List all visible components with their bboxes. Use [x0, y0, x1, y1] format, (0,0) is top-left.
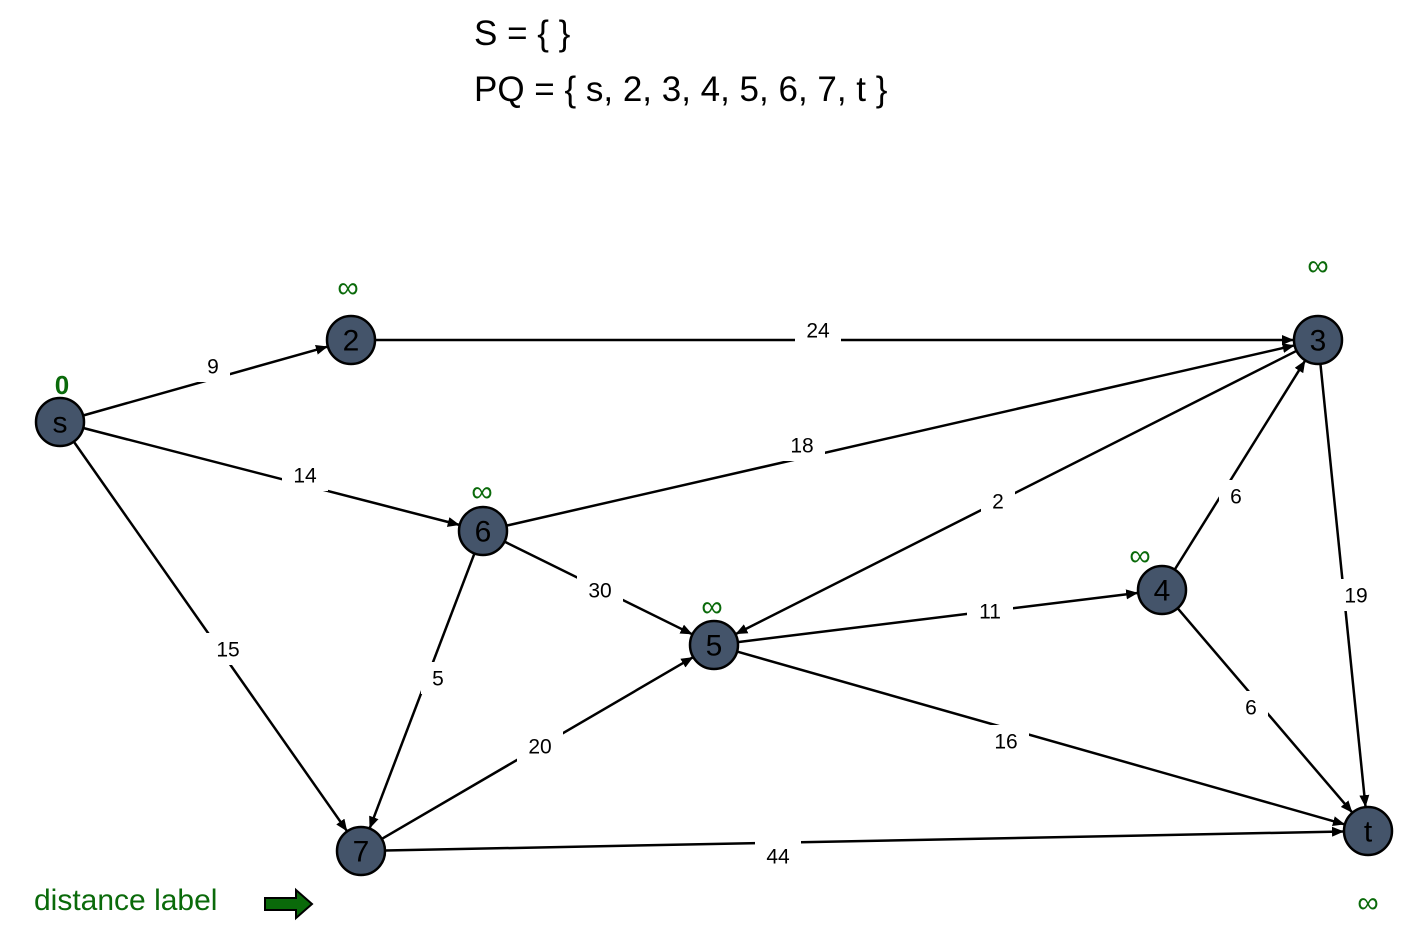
node-2	[325, 314, 377, 366]
edge-weight-7-5: 20	[528, 736, 551, 759]
edge-label-bg	[755, 840, 801, 872]
edge-weight-6-3: 18	[790, 435, 813, 458]
node-label-6: 6	[475, 516, 492, 549]
edge-4-3	[1173, 360, 1306, 571]
edge-label-bg	[795, 314, 841, 346]
edge-weight-3-5: 2	[992, 491, 1004, 514]
edge-weight-s-2: 9	[207, 356, 219, 379]
edge-weight-4-t: 6	[1245, 697, 1257, 720]
edge-weight-s-6: 14	[293, 465, 317, 488]
distance-label-t: ∞	[1357, 887, 1378, 920]
node-3	[1292, 314, 1344, 366]
edge-weight-6-5: 30	[588, 580, 611, 603]
edge-3-5	[735, 349, 1298, 635]
distance-label-2: ∞	[337, 272, 358, 305]
edge-weight-4-3: 6	[1230, 486, 1242, 509]
edge-label-bg	[1234, 691, 1268, 723]
edge-weight-2-3: 24	[806, 320, 830, 343]
edge-weight-3-t: 19	[1344, 585, 1367, 608]
node-label-3: 3	[1310, 325, 1327, 358]
priority-queue-text: PQ = { s, 2, 3, 4, 5, 6, 7, t }	[474, 70, 888, 109]
edge-weight-6-7: 5	[432, 668, 444, 691]
edge-6-3	[506, 343, 1295, 527]
edge-label-bg	[282, 459, 328, 491]
node-label-2: 2	[343, 325, 360, 358]
edge-5-4	[737, 589, 1139, 644]
edge-label-bg	[196, 350, 230, 382]
distance-label-5: ∞	[701, 591, 722, 624]
legend-label: distance label	[34, 884, 218, 917]
node-label-4: 4	[1154, 575, 1171, 608]
node-7	[335, 825, 387, 877]
node-label-5: 5	[706, 630, 723, 663]
node-label-t: t	[1364, 816, 1373, 849]
edge-label-bg	[517, 730, 563, 762]
legend-arrow-icon	[264, 887, 314, 921]
edge-weight-s-7: 15	[216, 639, 239, 662]
edge-label-bg	[967, 595, 1013, 627]
edge-5-t	[736, 650, 1345, 826]
edge-7-t	[384, 826, 1345, 852]
distance-label-4: ∞	[1129, 540, 1150, 573]
edge-label-bg	[421, 662, 455, 694]
edge-label-bg	[981, 485, 1015, 517]
node-4	[1136, 564, 1188, 616]
node-s	[34, 396, 86, 448]
edge-s-6	[82, 426, 460, 527]
node-label-7: 7	[353, 836, 370, 869]
edge-label-bg	[1219, 480, 1253, 512]
node-t	[1342, 805, 1394, 857]
edge-weight-5-4: 11	[979, 601, 1001, 624]
edge-weight-5-t: 16	[994, 731, 1017, 754]
distance-label-3: ∞	[1307, 250, 1328, 283]
edge-label-bg	[983, 725, 1029, 757]
distance-label-6: ∞	[471, 476, 492, 509]
node-6	[457, 505, 509, 557]
edge-label-bg	[577, 574, 623, 606]
visited-set-text: S = { }	[474, 14, 571, 53]
edge-label-bg	[779, 429, 825, 461]
edge-weight-7-t: 44	[766, 846, 790, 869]
node-label-s: s	[53, 407, 68, 440]
edge-label-bg	[205, 633, 251, 665]
edge-label-bg	[1333, 579, 1379, 611]
distance-label-s: 0	[55, 370, 69, 400]
node-5	[688, 619, 740, 671]
